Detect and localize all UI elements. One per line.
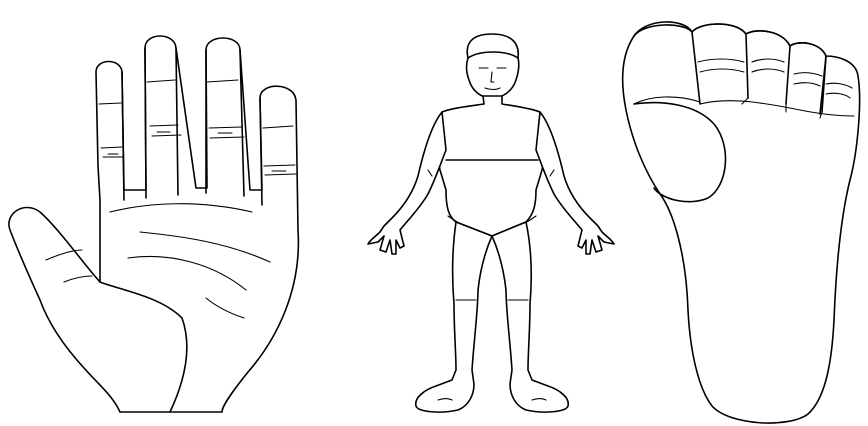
left-arm [368,112,446,254]
left-leg [416,222,492,412]
palm-outline-icon [9,36,298,412]
head-outline [467,34,519,98]
right-leg [492,222,568,412]
right-arm [536,112,614,254]
joint-marks [108,132,286,171]
torso-outline [437,96,545,236]
palm-outline [9,36,298,412]
human-figure-outline-icon [368,34,614,412]
sole-outline-icon [623,22,860,423]
